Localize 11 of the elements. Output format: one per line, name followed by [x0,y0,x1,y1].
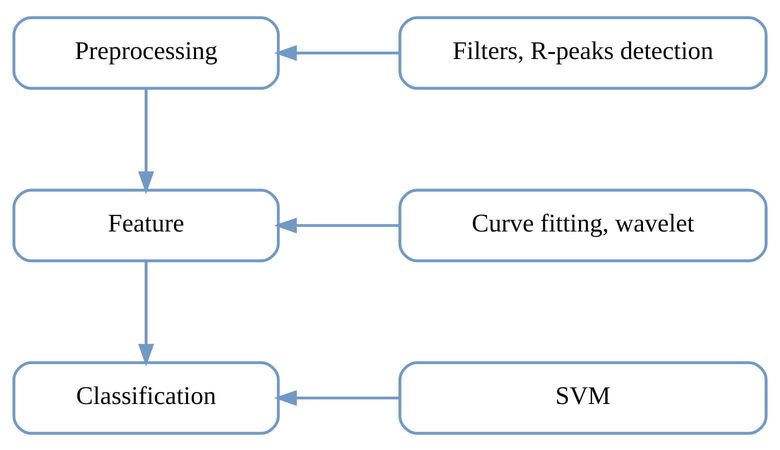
node-box: Curve fitting, wavelet [398,188,768,262]
node-box: Feature [12,188,280,262]
arrow [274,390,400,406]
node-box: Filters, R-peaks detection [398,16,768,90]
node-box: Preprocessing [12,16,280,90]
arrow [138,260,154,366]
node-box: Classification [12,360,280,434]
arrow [274,44,400,60]
arrow [274,217,400,233]
node-box: SVM [398,360,768,434]
arrow [138,88,154,194]
